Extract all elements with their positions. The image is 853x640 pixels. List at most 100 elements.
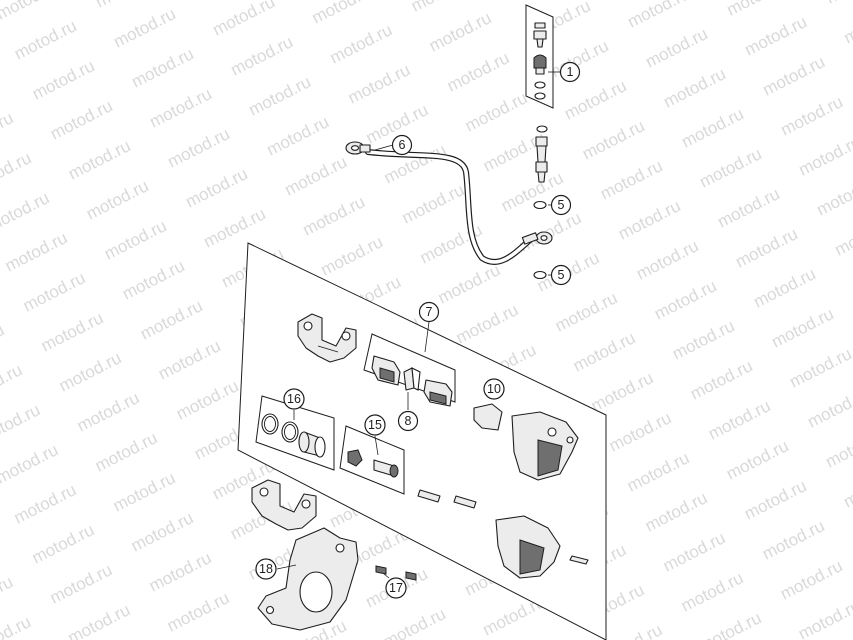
leader-lines — [276, 71, 561, 579]
watermark-text: motod.ru — [750, 264, 818, 311]
watermark-text: motod.ru — [579, 116, 647, 163]
watermark-text: motod.ru — [795, 596, 853, 640]
watermark-text: motod.ru — [74, 388, 142, 435]
svg-text:10: 10 — [487, 382, 501, 396]
watermark-text: motod.ru — [624, 448, 692, 495]
svg-text:6: 6 — [399, 138, 406, 152]
watermark-text: motod.ru — [0, 612, 34, 640]
watermark-text: motod.ru — [453, 300, 521, 347]
watermark-text: motod.ru — [462, 88, 530, 135]
watermark-text: motod.ru — [768, 304, 836, 351]
callout-7: 7 — [418, 301, 440, 323]
watermark-text: motod.ru — [11, 480, 79, 527]
callout-5-upper: 5 — [550, 194, 572, 216]
callout-18: 18 — [255, 558, 277, 580]
callout-15: 15 — [364, 414, 386, 436]
watermark-text: motod.ru — [724, 0, 792, 20]
watermark-text: motod.ru — [796, 132, 853, 179]
watermark-text: motod.ru — [210, 0, 278, 40]
watermark-text: motod.ru — [92, 0, 160, 12]
watermark-text: motod.ru — [381, 140, 449, 187]
watermark-text: motod.ru — [47, 96, 115, 143]
caliper-bracket-upper — [297, 313, 357, 363]
watermark-text: motod.ru — [633, 236, 701, 283]
watermark-text: motod.ru — [182, 164, 250, 211]
watermark-text: motod.ru — [705, 396, 773, 443]
watermark-text: motod.ru — [597, 620, 665, 640]
watermark-text: motod.ru — [832, 212, 853, 259]
guide-pins — [417, 489, 477, 509]
watermark-text: motod.ru — [561, 76, 629, 123]
brake-caliper — [511, 411, 579, 481]
watermark-text: motod.ru — [741, 476, 809, 523]
watermark-text: motod.ru — [0, 572, 16, 619]
watermark-text: motod.ru — [660, 528, 728, 575]
callout-10: 10 — [483, 378, 505, 400]
watermark-text: motod.ru — [200, 204, 268, 251]
callout-6: 6 — [391, 134, 413, 156]
watermark-text: motod.ru — [0, 188, 52, 235]
washer-upper — [533, 200, 547, 210]
watermark-text: motod.ru — [309, 0, 377, 28]
watermark-text: motod.ru — [110, 4, 178, 51]
watermark-text: motod.ru — [814, 172, 853, 219]
watermark-text: motod.ru — [786, 344, 853, 391]
svg-text:18: 18 — [259, 562, 273, 576]
watermark-text: motod.ru — [0, 148, 34, 195]
watermark-text: motod.ru — [137, 296, 205, 343]
watermark-text: motod.ru — [732, 224, 800, 271]
watermark-text: motod.ru — [146, 548, 214, 595]
watermark-text: motod.ru — [615, 196, 683, 243]
watermark-text: motod.ru — [92, 428, 160, 475]
watermark-text: motod.ru — [327, 20, 395, 67]
watermark-text: motod.ru — [642, 488, 710, 535]
watermark-text: motod.ru — [246, 72, 314, 119]
watermark-text: motod.ru — [840, 464, 853, 511]
svg-text:17: 17 — [389, 581, 403, 595]
watermark-text: motod.ru — [56, 348, 124, 395]
watermark-text: motod.ru — [155, 336, 223, 383]
callout-17: 17 — [385, 577, 407, 599]
watermark-text: motod.ru — [507, 0, 575, 4]
watermark-text: motod.ru — [110, 468, 178, 515]
watermark-text: motod.ru — [128, 44, 196, 91]
watermark-text: motod.ru — [760, 52, 828, 99]
watermark-text: motod.ru — [47, 560, 115, 607]
watermark-text: motod.ru — [146, 84, 214, 131]
watermark-text: motod.ru — [399, 180, 467, 227]
brake-hose — [345, 141, 553, 265]
watermark-text: motod.ru — [696, 608, 764, 640]
brake-pads — [371, 355, 453, 407]
watermark-text: motod.ru — [282, 152, 350, 199]
watermark-text: motod.ru — [228, 32, 296, 79]
watermark-text: motod.ru — [318, 232, 386, 279]
watermark-text: motod.ru — [742, 12, 810, 59]
watermark-text: motod.ru — [570, 328, 638, 375]
watermark-text: motod.ru — [0, 440, 61, 487]
callout-1: 1 — [559, 61, 581, 83]
watermark-text: motod.ru — [597, 156, 665, 203]
watermark-text: motod.ru — [426, 8, 494, 55]
watermark-text: motod.ru — [778, 92, 846, 139]
watermark-text: motod.ru — [822, 424, 853, 471]
bleeder-screw-set — [533, 22, 547, 100]
guide-pin-boots — [347, 449, 399, 478]
watermark-text: motod.ru — [642, 24, 710, 71]
watermark-text: motod.ru — [408, 0, 476, 16]
watermark-text: motod.ru — [0, 360, 25, 407]
svg-text:7: 7 — [426, 305, 433, 319]
callout-8: 8 — [397, 410, 419, 432]
watermark-text: motod.ru — [38, 308, 106, 355]
watermark-text: motod.ru — [101, 216, 169, 263]
pad-spring — [473, 403, 503, 431]
brake-caliper-lower — [495, 515, 589, 579]
watermark-text: motod.ru — [804, 384, 853, 431]
piston-seals — [261, 413, 326, 458]
watermark-text: motod.ru — [687, 356, 755, 403]
watermark-text: motod.ru — [11, 16, 79, 63]
caliper-bracket-lower — [251, 479, 317, 531]
svg-text:5: 5 — [558, 268, 565, 282]
watermark-text: motod.ru — [777, 556, 845, 603]
watermark-text: motod.ru — [164, 124, 232, 171]
